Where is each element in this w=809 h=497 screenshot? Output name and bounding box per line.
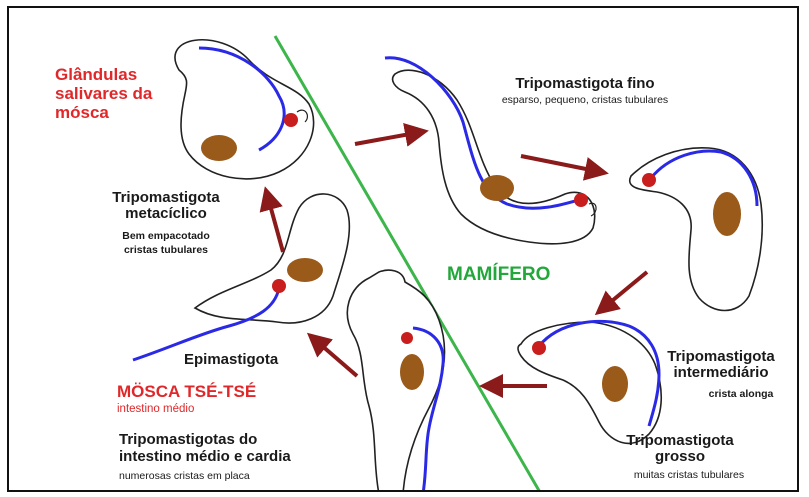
thin-trypomastigote-title: Tripomastigota fino: [469, 76, 701, 92]
metacyclic-title: Tripomastigota metacíclico: [91, 190, 241, 222]
metacyclic-desc: Bem empacotado cristas tubulares: [91, 230, 241, 257]
fly-salivary-glands-label: Glândulas salivares da mósca: [55, 65, 152, 122]
stumpy-desc: muitas cristas tubulares: [599, 470, 779, 481]
arrow-thin-to-intermediate: [521, 156, 601, 172]
mammal-host-label: MAMÍFERO: [447, 265, 550, 285]
arrow-epimastigote-to-metacyclic: [267, 194, 283, 252]
epimastigote-title: Epimastigota: [184, 352, 278, 368]
arrow-midgut-to-epimastigote: [313, 338, 357, 376]
diagram-frame: Glândulas salivares da mósca Tripomastig…: [7, 6, 799, 492]
tsetse-fly-label: MÖSCA TSÉ-TSÉ: [117, 383, 256, 401]
intermediate-desc: crista alonga: [691, 389, 791, 400]
stumpy-trypomastigote-parasite: [518, 321, 661, 443]
intermediate-trypomastigote-parasite: [630, 148, 763, 311]
stumpy-title: Tripomastigota grosso: [605, 433, 755, 465]
midgut-trypomastigotes-desc: numerosas cristas em placa: [119, 471, 250, 482]
intermediate-title: Tripomastigota intermediário: [651, 349, 791, 381]
salivary-gland-parasite: [175, 40, 314, 179]
thin-trypomastigote-desc: esparso, pequeno, cristas tubulares: [469, 95, 701, 106]
epimastigote-parasite: [347, 270, 444, 492]
tsetse-midgut-label: intestino médio: [117, 403, 194, 415]
arrow-intermediate-to-stumpy: [601, 272, 647, 310]
arrow-glands-to-thin: [355, 132, 421, 144]
midgut-trypomastigotes-title: Tripomastigotas do intestino médio e car…: [119, 431, 291, 466]
